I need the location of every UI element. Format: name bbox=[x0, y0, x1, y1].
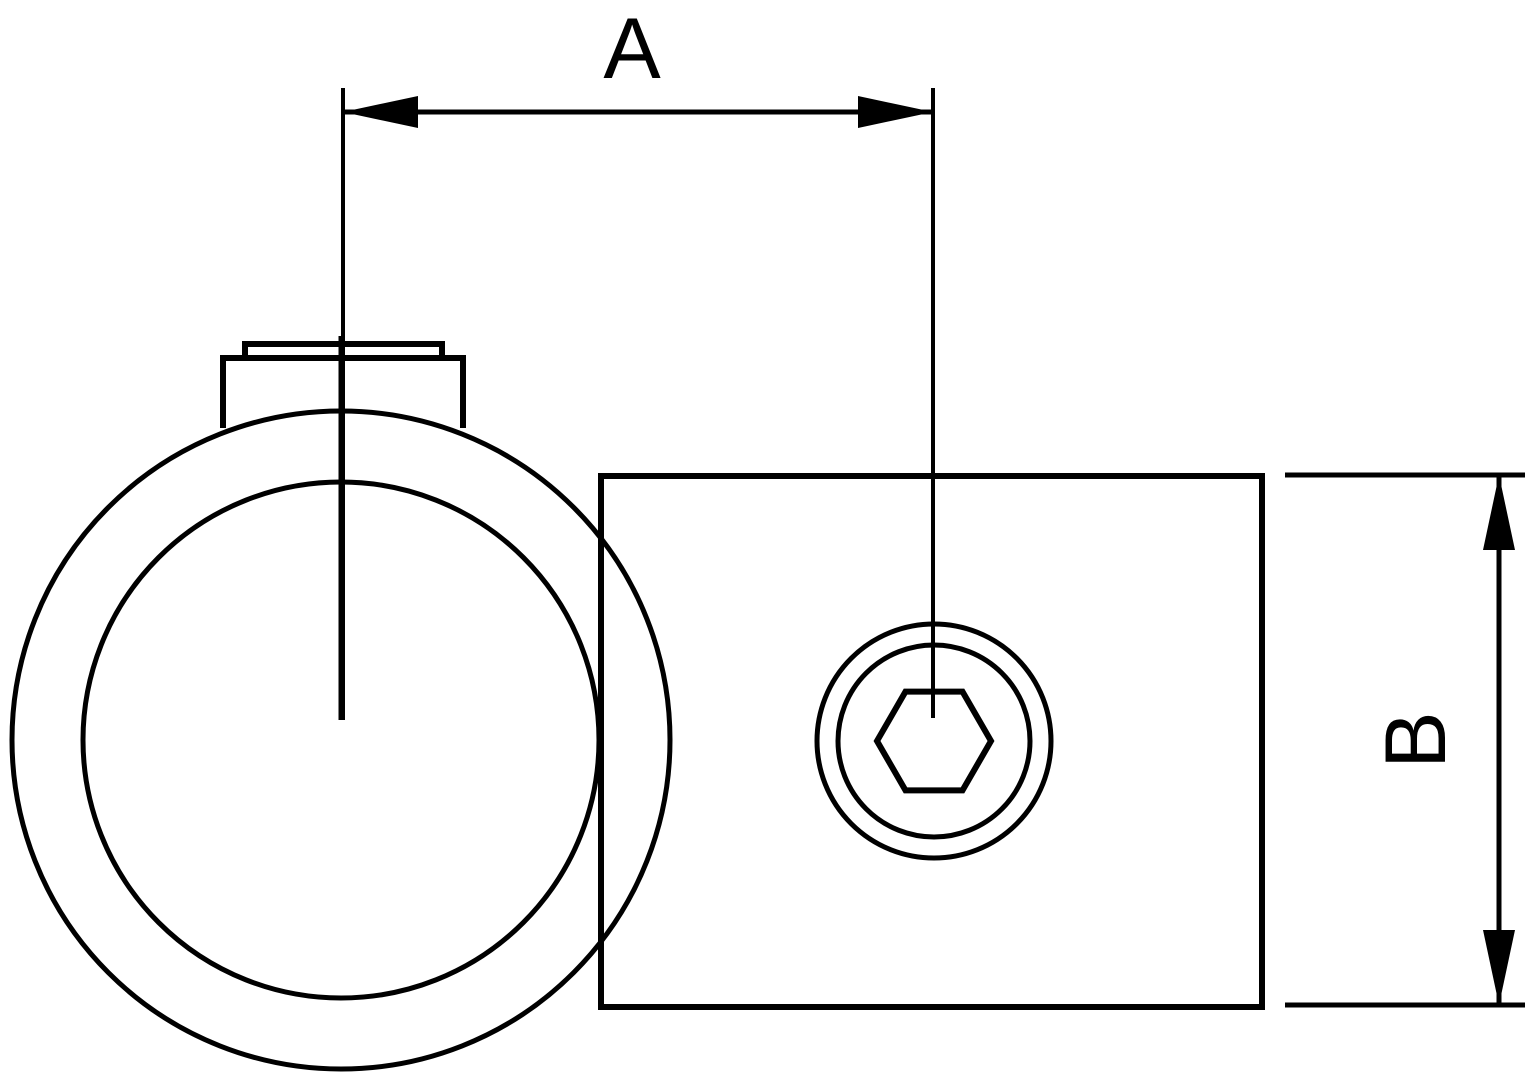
dimension-b-arrow-top bbox=[1483, 475, 1515, 550]
right-side-view bbox=[598, 473, 1265, 1010]
dimension-b-group: B bbox=[1285, 472, 1525, 1008]
setscrew-outer-circle bbox=[814, 621, 1054, 861]
setscrew-inner-circle bbox=[835, 642, 1033, 840]
dimension-a-arrow-right bbox=[858, 96, 933, 128]
left-end-view bbox=[9, 336, 673, 1072]
dimension-b-label: B bbox=[1368, 711, 1464, 768]
dimension-b-arrow-bottom bbox=[1483, 930, 1515, 1005]
side-view-body-rect bbox=[598, 473, 1265, 1010]
dimension-a-arrow-left bbox=[343, 96, 418, 128]
dimension-a-label: A bbox=[603, 1, 661, 97]
setscrew-hex-socket bbox=[873, 688, 995, 794]
